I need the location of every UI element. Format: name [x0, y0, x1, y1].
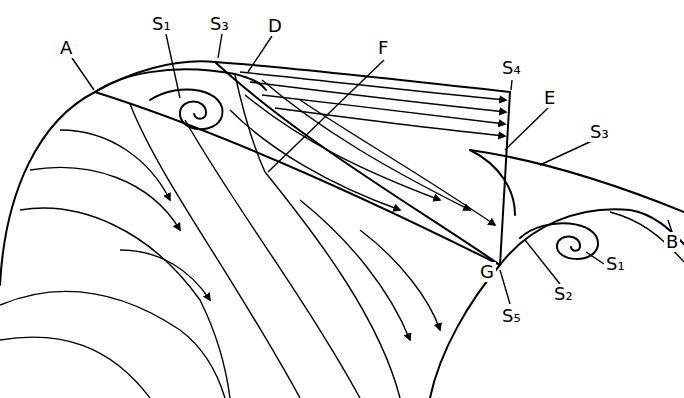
part-label: S₂ [552, 284, 575, 304]
part-label: S₄ [500, 58, 523, 78]
part-label: S₁ [150, 14, 173, 34]
part-label: E [542, 88, 557, 108]
part-label: G [478, 262, 496, 282]
part-label: A [58, 38, 74, 58]
part-label: S₁ [604, 254, 627, 274]
part-label: S₃ [208, 14, 231, 34]
part-label: F [376, 38, 390, 58]
part-label: S₃ [588, 122, 611, 142]
part-label: S₅ [500, 306, 523, 326]
part-label: D [266, 16, 284, 36]
part-label: B [664, 232, 680, 252]
